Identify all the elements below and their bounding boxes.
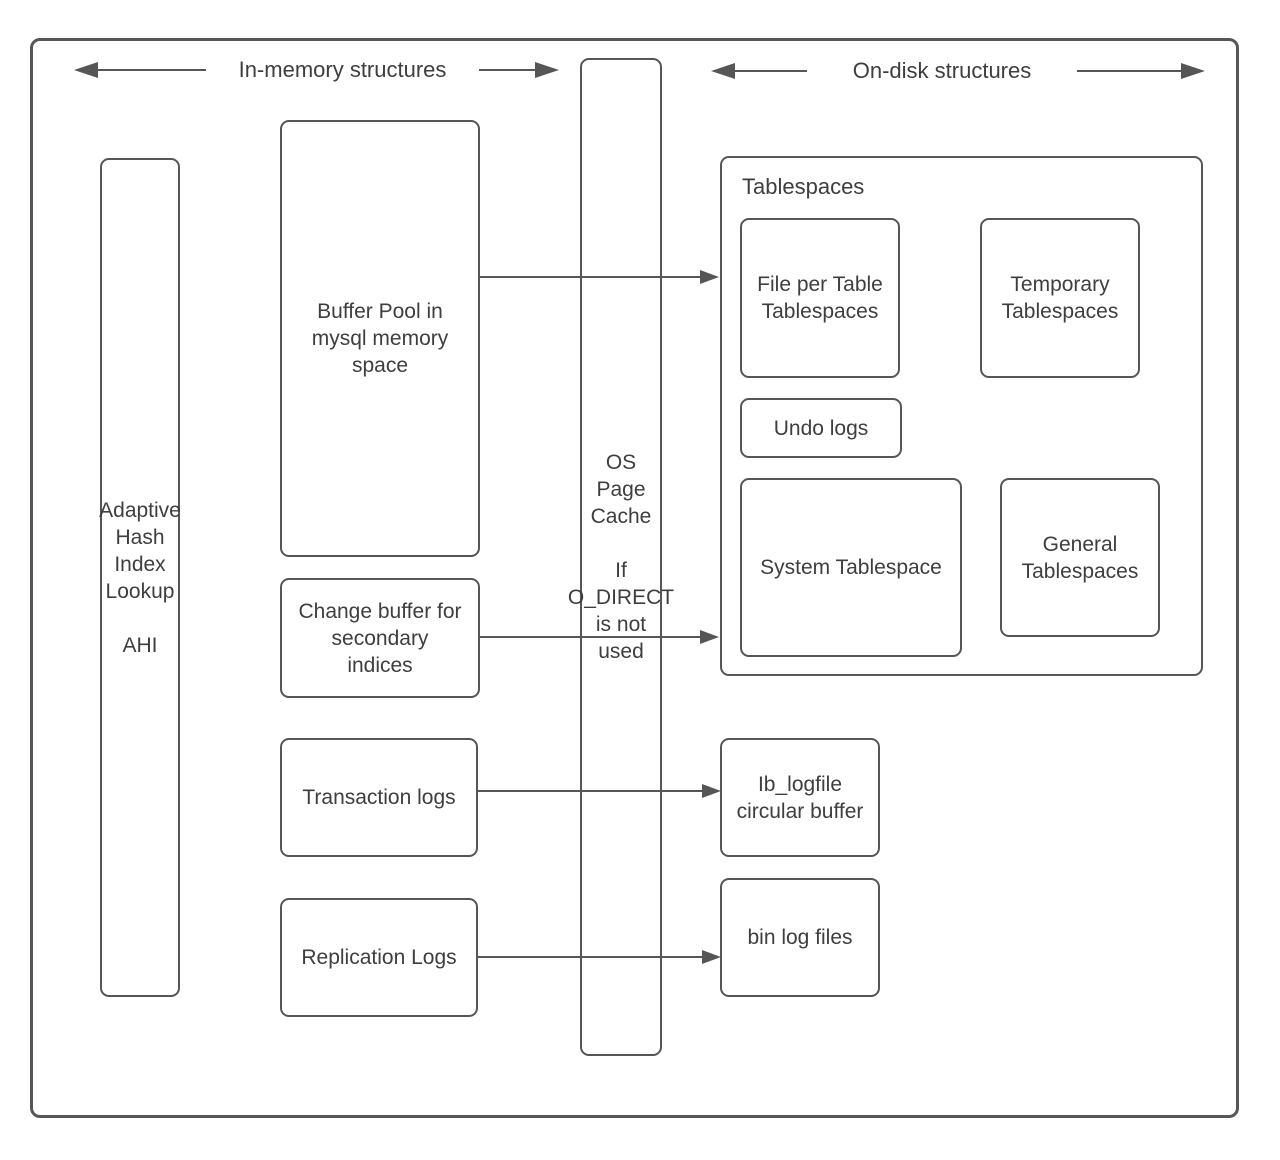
- node-label: Change buffer for secondary indices: [298, 599, 462, 677]
- node-general-tablespaces: General Tablespaces: [1000, 478, 1160, 637]
- node-system-tablespace: System Tablespace: [740, 478, 962, 657]
- node-label: bin log files: [747, 926, 853, 949]
- node-ib-logfile-circular-buffer: Ib_logfile circular buffer: [720, 738, 880, 857]
- node-label: File per Table Tablespaces: [757, 273, 883, 323]
- group-tablespaces-label: Tablespaces: [742, 174, 865, 199]
- node-replication-logs: Replication Logs: [280, 898, 478, 1017]
- node-change-buffer: Change buffer for secondary indices: [280, 578, 480, 698]
- on-disk-structures-label: On-disk structures: [852, 58, 1032, 83]
- arrowhead-left-icon: [711, 63, 735, 79]
- node-bin-log-files: bin log files: [720, 878, 880, 997]
- node-label: OS Page Cache If O_DIRECT is not used: [567, 451, 675, 663]
- node-buffer-pool: Buffer Pool in mysql memory space: [280, 120, 480, 557]
- arrowhead-right-icon: [702, 784, 721, 798]
- in-memory-structures-label: In-memory structures: [238, 57, 447, 82]
- outer-border: [30, 38, 1239, 1118]
- node-label: Adaptive Hash Index Lookup AHI: [99, 498, 181, 657]
- arrowhead-right-icon: [700, 630, 719, 644]
- node-undo-logs: Undo logs: [740, 398, 902, 458]
- arrowhead-right-icon: [700, 270, 719, 284]
- node-file-per-table-tablespaces: File per Table Tablespaces: [740, 218, 900, 378]
- arrowhead-right-icon: [702, 950, 721, 964]
- node-label: Transaction logs: [302, 786, 456, 809]
- arrowhead-left-icon: [74, 62, 98, 78]
- node-adaptive-hash-index: Adaptive Hash Index Lookup AHI: [99, 158, 181, 997]
- node-label: Undo logs: [773, 416, 869, 440]
- node-label: Replication Logs: [301, 946, 457, 969]
- node-temporary-tablespaces: Temporary Tablespaces: [980, 218, 1140, 378]
- node-transaction-logs: Transaction logs: [280, 738, 478, 857]
- arrowhead-right-icon: [535, 62, 559, 78]
- node-os-page-cache: OS Page Cache If O_DIRECT is not used: [568, 58, 674, 1056]
- node-label: Ib_logfile circular buffer: [736, 772, 864, 823]
- node-label: General Tablespaces: [1021, 532, 1139, 583]
- arrowhead-right-icon: [1181, 63, 1205, 79]
- node-label: Temporary Tablespaces: [1001, 273, 1119, 323]
- node-label: System Tablespace: [760, 556, 942, 579]
- node-label: Buffer Pool in mysql memory space: [311, 300, 449, 377]
